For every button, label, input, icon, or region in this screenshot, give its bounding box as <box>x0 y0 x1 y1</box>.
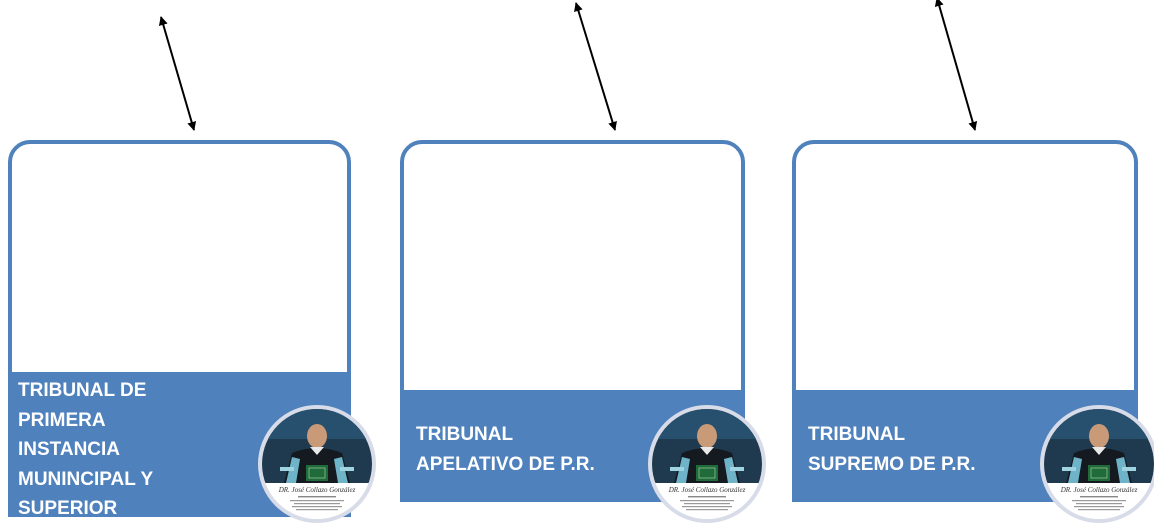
graduate-portrait-badge: DR. José Collazo González <box>648 405 766 523</box>
graduate-portrait-badge: DR. José Collazo González <box>258 405 376 523</box>
svg-text:DR. José Collazo González: DR. José Collazo González <box>278 486 356 494</box>
arrow-card-2 <box>574 2 617 131</box>
graduate-portrait-icon: DR. José Collazo González <box>1044 409 1154 519</box>
card-label: TRIBUNAL DE PRIMERA INSTANCIA MUNINCIPAL… <box>18 380 154 519</box>
arrow-card-3 <box>934 0 978 131</box>
svg-text:DR. José Collazo González: DR. José Collazo González <box>668 486 746 494</box>
graduate-portrait-icon: DR. José Collazo González <box>652 409 762 519</box>
graduate-portrait-icon: DR. José Collazo González <box>262 409 372 519</box>
card-label: TRIBUNAL SUPREMO DE P.R. <box>808 424 976 475</box>
card-label: TRIBUNAL APELATIVO DE P.R. <box>416 424 595 475</box>
svg-text:DR. José Collazo González: DR. José Collazo González <box>1060 486 1138 494</box>
graduate-portrait-badge: DR. José Collazo González <box>1040 405 1154 523</box>
arrow-card-1 <box>158 16 197 131</box>
